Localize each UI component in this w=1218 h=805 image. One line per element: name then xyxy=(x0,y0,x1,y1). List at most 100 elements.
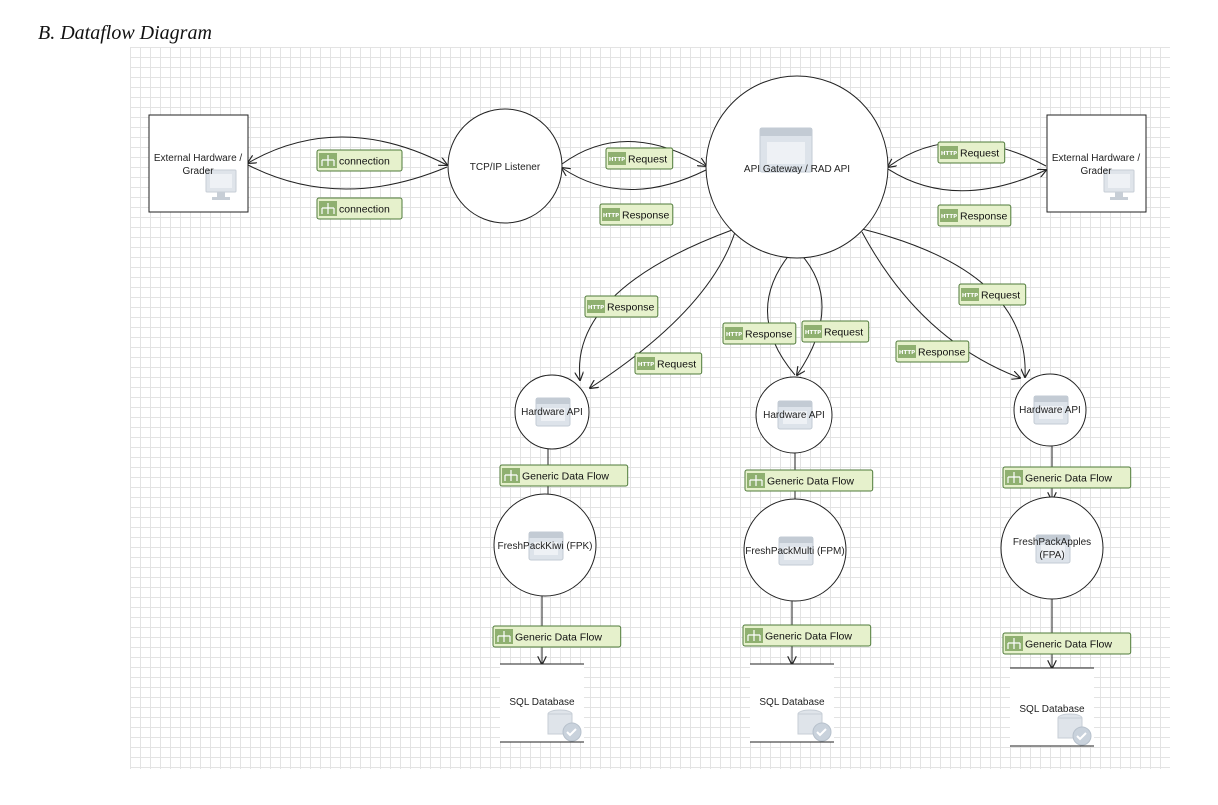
flow-line-conn-top xyxy=(248,136,447,165)
flow-label-text: Generic Data Flow xyxy=(1025,473,1112,485)
data-store-sql-1[interactable]: SQL Database xyxy=(500,663,584,743)
http-icon: HTTP xyxy=(961,288,979,301)
flow-label-conn2[interactable]: connection xyxy=(316,197,403,220)
flow-tree-icon xyxy=(495,629,513,644)
data-store-sql-2[interactable]: SQL Database xyxy=(750,663,834,743)
flow-line-hw1-down xyxy=(590,231,736,388)
flow-line-tcp-bottom xyxy=(562,168,707,190)
external-entity-right[interactable]: External Hardware / Grader xyxy=(1046,114,1147,213)
process-freshpack-kiwi-label: FreshPackKiwi (FPK) xyxy=(497,541,592,552)
process-freshpack-multi[interactable]: FreshPackMulti (FPM) xyxy=(743,498,847,602)
flow-label-text: Request xyxy=(981,290,1020,302)
section-heading: B. Dataflow Diagram xyxy=(38,22,212,44)
external-entity-left[interactable]: External Hardware / Grader xyxy=(148,114,249,213)
flow-line-tcp-top xyxy=(561,141,706,166)
process-tcp-listener[interactable]: TCP/IP Listener xyxy=(447,108,563,224)
http-icon: HTTP xyxy=(602,208,620,221)
http-icon-text: HTTP xyxy=(726,332,742,338)
data-store-sql-2-label: SQL Database xyxy=(759,697,825,708)
flow-label-conn1[interactable]: connection xyxy=(316,149,403,172)
flow-tree-icon xyxy=(502,468,520,483)
flow-label-gdf6[interactable]: Generic Data Flow xyxy=(1002,632,1132,655)
process-hardware-api-1[interactable]: Hardware API xyxy=(514,374,590,450)
process-hardware-api-2-label: Hardware API xyxy=(763,410,825,421)
external-entity-right-label-1: External Hardware / xyxy=(1052,153,1141,164)
process-hardware-api-1-label: Hardware API xyxy=(521,407,583,418)
http-icon: HTTP xyxy=(804,325,822,338)
flow-tree-icon xyxy=(1005,470,1023,485)
flow-label-gdf5[interactable]: Generic Data Flow xyxy=(742,624,872,647)
process-hardware-api-2[interactable]: Hardware API xyxy=(755,376,833,454)
flow-label-text: Request xyxy=(628,154,667,166)
http-icon: HTTP xyxy=(587,300,605,313)
flow-label-text: Request xyxy=(657,359,696,371)
http-icon-text: HTTP xyxy=(588,305,604,311)
process-api-gateway[interactable]: API Gateway / RAD API xyxy=(705,75,1218,360)
flow-label-gdf3[interactable]: Generic Data Flow xyxy=(1002,466,1132,489)
process-tcp-listener-label: TCP/IP Listener xyxy=(470,162,541,173)
process-hardware-api-3-label: Hardware API xyxy=(1019,405,1081,416)
flow-label-text: Generic Data Flow xyxy=(765,631,852,643)
process-freshpack-apples-label-2: (FPA) xyxy=(1039,550,1064,561)
flow-label-text: Response xyxy=(960,211,1007,223)
http-icon-text: HTTP xyxy=(941,214,957,220)
http-icon-text: HTTP xyxy=(962,293,978,299)
flow-label-text: connection xyxy=(339,156,390,168)
http-icon-text: HTTP xyxy=(638,362,654,368)
flow-line-hw3-down xyxy=(861,231,1020,378)
flow-label-gdf2[interactable]: Generic Data Flow xyxy=(744,469,874,492)
flow-label-text: Generic Data Flow xyxy=(1025,639,1112,651)
http-icon: HTTP xyxy=(608,152,626,165)
http-icon-text: HTTP xyxy=(941,151,957,157)
flow-line-ext-bottom xyxy=(887,168,1046,192)
external-entity-left-label-1: External Hardware / xyxy=(154,153,243,164)
data-store-sql-3[interactable]: SQL Database xyxy=(1010,667,1094,747)
flow-line-hw2-right xyxy=(794,247,823,375)
flow-tree-icon xyxy=(319,153,337,168)
flow-line-conn-bottom xyxy=(247,164,448,190)
flow-tree-icon xyxy=(747,473,765,488)
http-icon: HTTP xyxy=(725,327,743,340)
flow-label-text: Response xyxy=(918,347,965,359)
diagram-canvas xyxy=(130,47,1170,769)
flow-label-text: Generic Data Flow xyxy=(515,632,602,644)
process-api-gateway-label: API Gateway / RAD API xyxy=(744,164,850,175)
http-icon: HTTP xyxy=(637,357,655,370)
flow-tree-icon xyxy=(745,628,763,643)
flow-label-text: Generic Data Flow xyxy=(522,471,609,483)
flow-label-text: Response xyxy=(622,210,669,222)
flow-tree-icon xyxy=(1005,636,1023,651)
flow-label-gdf4[interactable]: Generic Data Flow xyxy=(492,625,622,648)
flow-label-text: connection xyxy=(339,204,390,216)
flow-label-text: Response xyxy=(607,302,654,314)
http-icon-text: HTTP xyxy=(805,330,821,336)
flow-line-hw2-left xyxy=(767,248,796,376)
process-freshpack-apples[interactable]: FreshPackApples (FPA) xyxy=(1000,496,1104,600)
process-hardware-api-3[interactable]: Hardware API xyxy=(1013,373,1087,447)
flow-tree-icon xyxy=(319,201,337,216)
http-icon: HTTP xyxy=(940,209,958,222)
http-icon-text: HTTP xyxy=(603,213,619,219)
process-freshpack-apples-label-1: FreshPackApples xyxy=(1013,537,1091,548)
external-entity-right-label-2: Grader xyxy=(1080,166,1112,177)
flow-label-gdf1[interactable]: Generic Data Flow xyxy=(499,464,629,487)
flow-label-text: Request xyxy=(824,327,863,339)
process-freshpack-multi-label: FreshPackMulti (FPM) xyxy=(745,546,844,557)
flow-label-text: Request xyxy=(960,148,999,160)
external-entity-left-label-2: Grader xyxy=(182,166,214,177)
flow-label-text: Generic Data Flow xyxy=(767,476,854,488)
http-icon: HTTP xyxy=(898,345,916,358)
process-freshpack-kiwi[interactable]: FreshPackKiwi (FPK) xyxy=(493,493,597,597)
